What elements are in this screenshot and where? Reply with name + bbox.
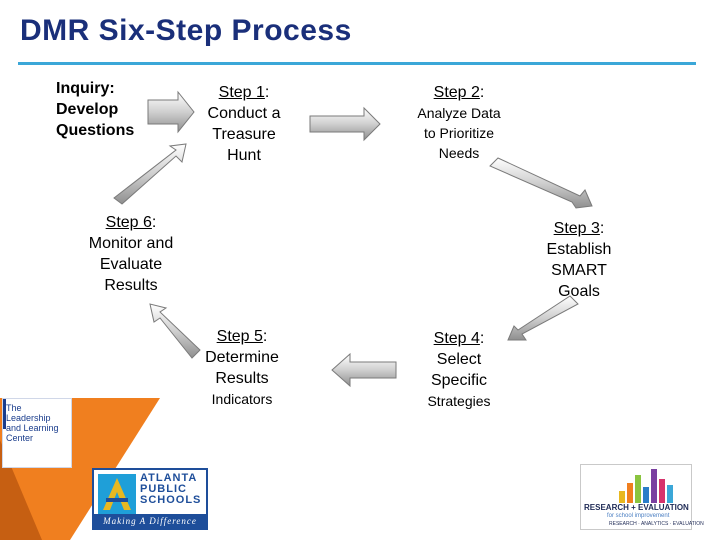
llc-line-2: Leadership: [6, 413, 51, 423]
step-3-line-1: Establish: [546, 241, 612, 258]
step-3-node: Step 3: Establish SMART Goals: [536, 218, 622, 302]
aps-line-1: ATLANTA: [140, 472, 198, 484]
step-4-node: Step 4: Select Specific Strategies: [414, 328, 504, 411]
step-4-line-2: Specific: [430, 372, 488, 389]
research-evaluation-logo: RESEARCH + EVALUATION for school improve…: [580, 464, 704, 530]
step-5-line-1: Determine: [205, 349, 279, 366]
re-subtitle-2: RESEARCH · ANALYTICS · EVALUATION: [609, 521, 704, 527]
aps-tagline: Making A Difference: [94, 514, 206, 528]
step-2-number: Step 2: [433, 84, 480, 101]
step-2-node: Step 2: Analyze Data to Prioritize Needs: [404, 82, 514, 163]
step-1-node: Step 1: Conduct a Treasure Hunt: [196, 82, 292, 166]
re-bar-graphic-icon: [619, 469, 673, 503]
re-subtitle: for school improvement: [607, 513, 670, 519]
step-5-node: Step 5: Determine Results Indicators: [194, 326, 290, 409]
inquiry-node: Inquiry: Develop Questions: [56, 78, 134, 141]
step-6-node: Step 6: Monitor and Evaluate Results: [78, 212, 184, 296]
arrow-step4-to-step5: [331, 352, 397, 388]
step-3-line-2: SMART: [551, 262, 607, 279]
llc-logo-bar: [3, 399, 6, 429]
atlanta-public-schools-logo: ATLANTA PUBLIC SCHOOLS Making A Differen…: [92, 468, 208, 530]
arrow-step6-to-inquiry: [113, 143, 187, 205]
step-1-line-2: Treasure: [212, 126, 276, 143]
step-2-line-1: Analyze Data: [417, 105, 501, 121]
inquiry-line-1: Inquiry:: [56, 80, 115, 97]
step-2-line-2: to Prioritize: [423, 125, 495, 141]
step-3-line-3: Goals: [558, 283, 600, 300]
llc-line-3: and Learning: [6, 423, 59, 433]
step-6-line-3: Results: [104, 277, 158, 294]
leadership-learning-center-logo: The Leadership and Learning Center: [2, 398, 72, 468]
step-3-number: Step 3: [553, 220, 600, 237]
step-4-number: Step 4: [433, 330, 480, 347]
step-5-line-3: Indicators: [211, 391, 273, 407]
step-6-number: Step 6: [105, 214, 152, 231]
step-1-line-1: Conduct a: [207, 105, 281, 122]
arrow-step1-to-step2: [309, 106, 381, 142]
step-1-line-3: Hunt: [227, 147, 261, 164]
step-5-number: Step 5: [216, 328, 263, 345]
step-2-line-3: Needs: [438, 145, 480, 161]
inquiry-line-2: Develop: [56, 101, 119, 118]
inquiry-line-3: Questions: [56, 122, 135, 139]
arrow-step2-to-step3: [489, 157, 593, 209]
aps-line-2: PUBLIC: [140, 483, 187, 495]
llc-line-4: Center: [6, 433, 34, 443]
step-4-line-3: Strategies: [427, 393, 491, 409]
title-underline: [18, 62, 696, 65]
step-5-line-2: Results: [215, 370, 269, 387]
arrow-step3-to-step4: [507, 295, 579, 341]
arrow-inquiry-to-step1: [147, 90, 195, 134]
aps-wordmark: ATLANTA PUBLIC SCHOOLS: [140, 473, 201, 506]
llc-line-1: The: [6, 403, 22, 413]
aps-emblem-icon: [98, 474, 136, 514]
step-4-line-1: Select: [436, 351, 482, 368]
aps-line-3: SCHOOLS: [140, 494, 202, 506]
arrow-step5-to-step6: [149, 303, 201, 359]
step-1-number: Step 1: [218, 84, 265, 101]
re-title: RESEARCH + EVALUATION: [584, 503, 689, 512]
page-title: DMR Six-Step Process: [20, 14, 352, 47]
step-6-line-2: Evaluate: [99, 256, 163, 273]
step-6-line-1: Monitor and: [88, 235, 174, 252]
